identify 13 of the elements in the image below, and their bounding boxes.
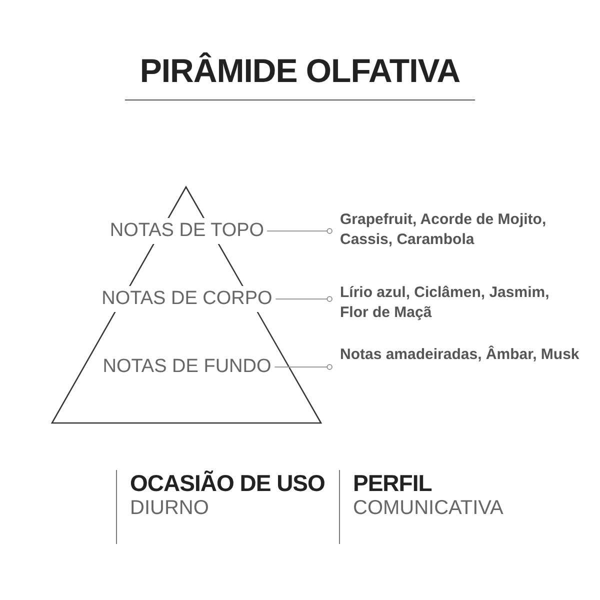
notes-text: Notas amadeiradas, Âmbar, Musk [340, 345, 580, 365]
info-panel [339, 470, 504, 544]
info-value: COMUNICATIVA [353, 497, 504, 520]
info-heading: OCASIÃO DE USO [130, 470, 325, 497]
leader-line [274, 364, 332, 370]
info-heading: PERFIL [353, 470, 433, 497]
title: PIRÂMIDE OLFATIVA [138, 52, 462, 90]
info-panel [116, 470, 325, 544]
info-value: DIURNO [130, 497, 210, 520]
leader-line [274, 296, 332, 302]
leader-line [266, 228, 332, 234]
notes-text: Grapefruit, Acorde de Mojito, Cassis, Carambola [340, 210, 580, 250]
notes-text: Lírio azul, Ciclâmen, Jasmim, Flor de Maçã [340, 283, 580, 323]
